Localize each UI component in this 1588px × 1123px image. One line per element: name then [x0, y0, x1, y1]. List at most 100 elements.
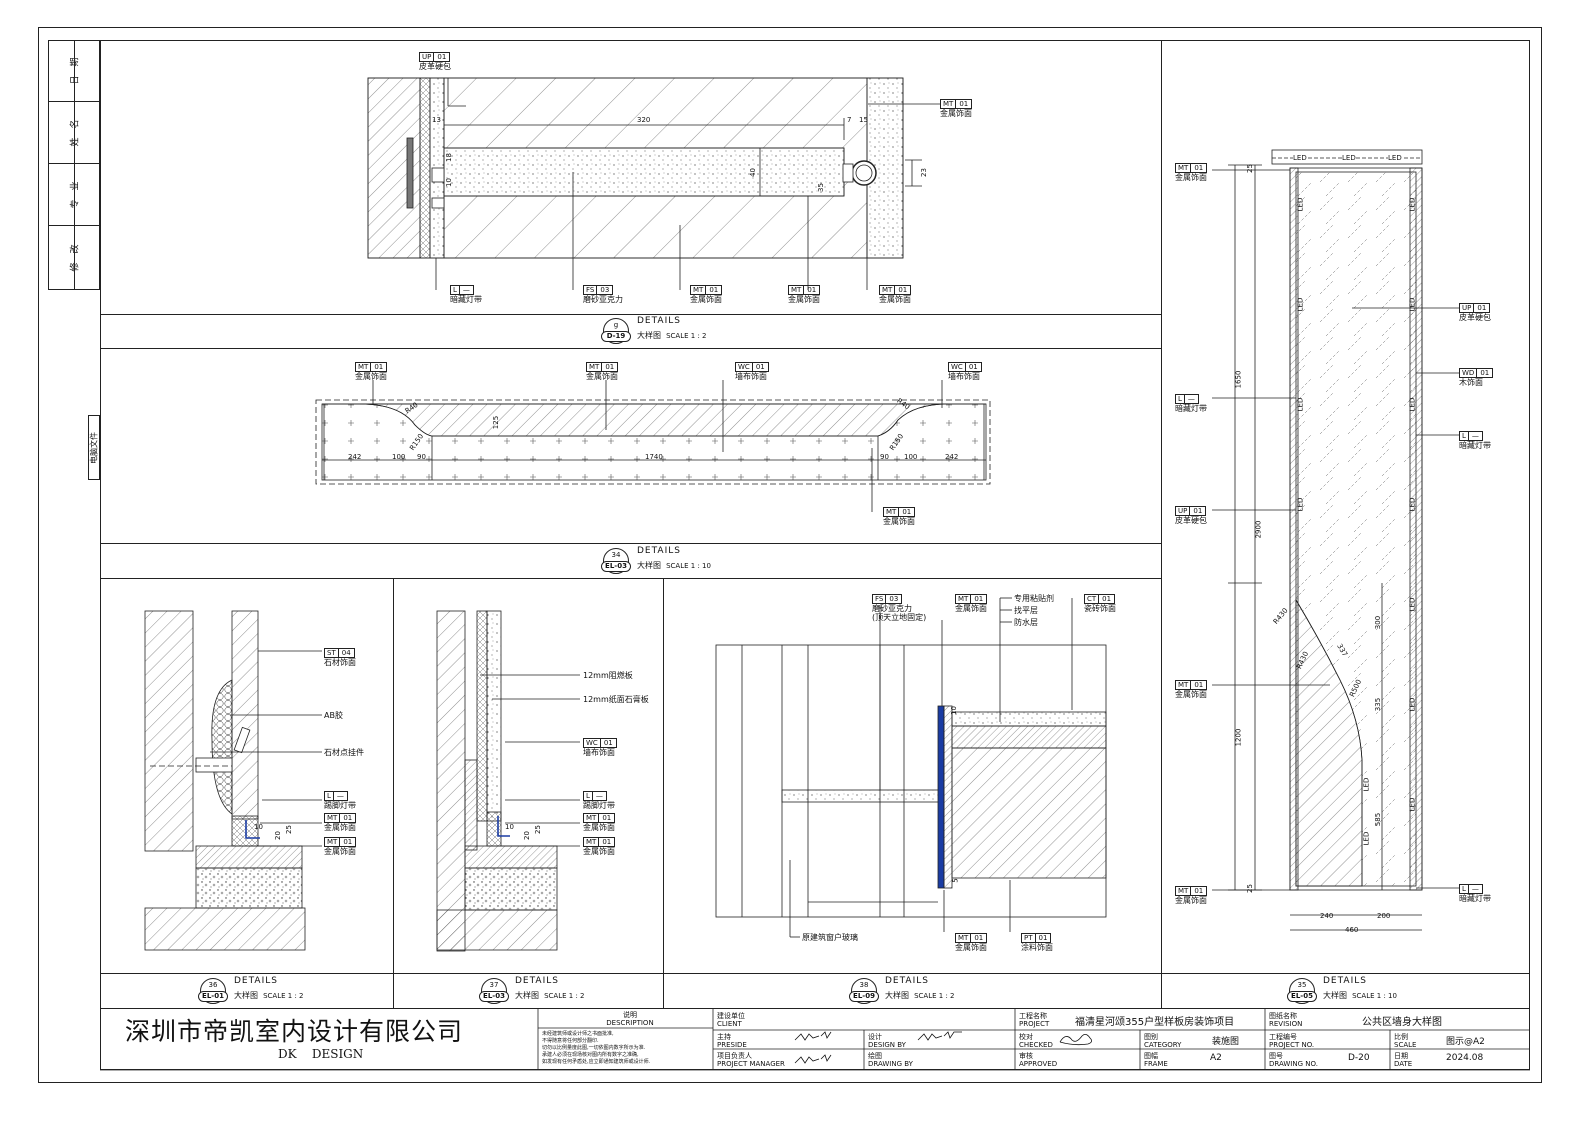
- title-block-grid: [100, 1008, 1530, 1071]
- d36-note-hanger: 石材点挂件: [324, 748, 364, 757]
- d35-led-left-1: LED: [1296, 197, 1305, 212]
- d35-led-left-2: LED: [1296, 297, 1305, 312]
- d35-tag-l-right: L—暗藏灯带: [1459, 431, 1491, 450]
- d38-note-adhesive: 专用粘贴剂: [1014, 594, 1054, 603]
- detail-35-elevation: [1212, 149, 1460, 931]
- d35-led-mid-2: LED: [1362, 831, 1371, 846]
- divider-h-1b: [100, 348, 1161, 349]
- d38-dim-10: 10: [949, 706, 958, 715]
- d35-dim-25-top: 25: [1245, 164, 1254, 173]
- d35-dim-240: 240: [1320, 912, 1334, 920]
- d37-dim-20: 20: [522, 831, 531, 840]
- d35-dim-25-bot: 25: [1245, 884, 1254, 893]
- d35-tag-l-left: L—暗藏灯带: [1175, 394, 1207, 413]
- d37-note-board2: 12mm纸面石膏板: [583, 695, 649, 704]
- d35-led-right-7: LED: [1408, 797, 1417, 812]
- desc-line-4: 承建人必须在现场核对图内所有数字之准确,: [542, 1052, 639, 1058]
- d34-dim-242-l: 242: [348, 453, 362, 461]
- outer-border: [38, 27, 1542, 1083]
- project-value: 福清星河颂355户型样板房装饰项目: [1075, 1017, 1235, 1028]
- category-value: 装施图: [1212, 1037, 1240, 1047]
- d35-led-right-3: LED: [1408, 397, 1417, 412]
- desc-line-1: 未经建筑师或设计师之书面批准,: [542, 1031, 614, 1037]
- d35-dim-2900: 2900: [1254, 520, 1263, 539]
- d35-led-top-1: LED: [1293, 154, 1307, 163]
- d19-dim-23: 23: [919, 168, 928, 177]
- d35-dim-1200: 1200: [1234, 728, 1243, 747]
- inner-border: [100, 40, 1530, 1070]
- detail-34-section: [315, 380, 991, 512]
- d37-tag-l: L—踢脚灯带: [583, 791, 615, 810]
- d36-dim-10: 10: [254, 823, 263, 831]
- d36-tag-l: L—踢脚灯带: [324, 791, 356, 810]
- d19-dim-15b: 10: [444, 178, 453, 187]
- d38-note-window: 原建筑窗户玻璃: [802, 933, 858, 942]
- d19-dim-320: 320: [637, 116, 651, 124]
- divider-v-b: [663, 578, 664, 1008]
- d35-led-left-4: LED: [1296, 497, 1305, 512]
- d35-led-right-4: LED: [1408, 497, 1417, 512]
- detail-36-section: [144, 610, 322, 951]
- d35-led-right-2: LED: [1408, 297, 1417, 312]
- divider-v-a: [393, 578, 394, 1008]
- d35-led-left-3: LED: [1296, 397, 1305, 412]
- divider-h-4: [100, 1008, 1530, 1009]
- desc-line-2: 不得随意将任何部分翻印.: [542, 1038, 599, 1044]
- d35-led-right-6: LED: [1408, 697, 1417, 712]
- frame-value: A2: [1210, 1053, 1222, 1063]
- divider-h-3: [100, 973, 1530, 974]
- d34-dim-125: 125: [492, 415, 501, 430]
- d37-dim-25: 25: [533, 825, 542, 834]
- d35-led-top-3: LED: [1388, 154, 1402, 163]
- d35-led-right-5: LED: [1408, 597, 1417, 612]
- d38-note-level: 找平层: [1014, 606, 1038, 615]
- d19-dim-7: 7: [847, 116, 852, 124]
- d36-dim-20: 20: [273, 831, 282, 840]
- company-name: 深圳市帝凯室内设计有限公司: [125, 1017, 464, 1046]
- d19-dim-18: 18: [444, 153, 453, 162]
- divider-h-2: [100, 543, 1161, 544]
- detail-37-section: [436, 610, 580, 952]
- left-strip-divider: [74, 40, 75, 290]
- d35-led-right-1: LED: [1408, 197, 1417, 212]
- scale-value: 图示@A2: [1446, 1037, 1485, 1047]
- drawno-value: D-20: [1348, 1053, 1370, 1063]
